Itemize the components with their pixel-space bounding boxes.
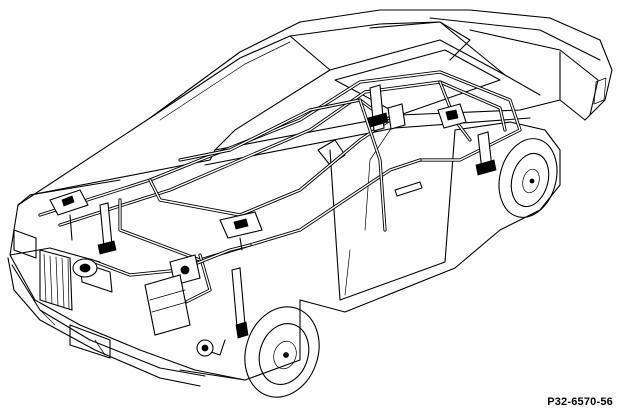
front-wheel <box>244 306 320 398</box>
component-front-wheel-hub <box>196 339 214 357</box>
component-rear-valve <box>437 103 467 129</box>
component-rear-strut <box>475 131 497 176</box>
component-front-accumulator <box>144 274 191 336</box>
pipe-network <box>38 70 522 312</box>
component-front-strut-left <box>97 202 117 255</box>
component-rear-accumulator <box>387 103 406 130</box>
component-center-valve <box>219 211 263 251</box>
component-front-strut-right <box>204 267 249 356</box>
rear-wheel <box>498 138 558 218</box>
reference-code: P32-6570-56 <box>547 396 613 408</box>
component-front-left-valve <box>49 189 89 241</box>
component-center-strut <box>367 84 389 132</box>
component-reservoir <box>72 258 98 278</box>
